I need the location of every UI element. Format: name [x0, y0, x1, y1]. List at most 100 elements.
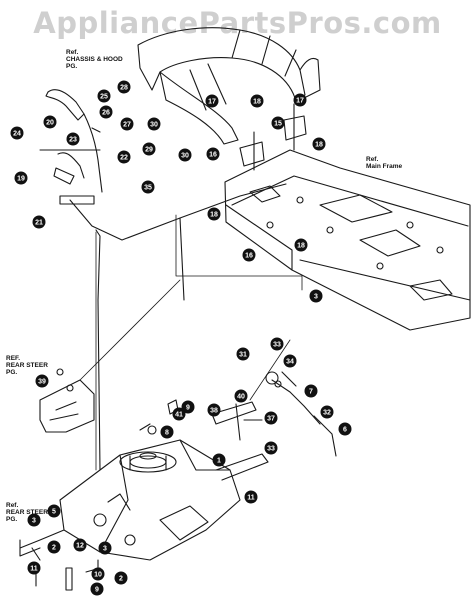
callout-22: 22: [117, 150, 131, 164]
callout-number: 25: [100, 94, 108, 101]
callout-badge: [32, 215, 46, 229]
ref-rear-steer-top: REF. REAR STEER PG.: [6, 355, 48, 376]
callout-number: 38: [210, 408, 218, 415]
callout-badge: [294, 238, 308, 252]
callout-17: 17: [205, 94, 219, 108]
transaxle-shape: [19, 439, 269, 561]
callout-number: 9: [95, 587, 99, 594]
callout-3: 3: [309, 289, 323, 303]
callout-number: 21: [35, 220, 43, 227]
callout-33: 33: [270, 337, 284, 351]
callout-badge: [97, 89, 111, 103]
callout-18: 18: [250, 94, 264, 108]
callout-10: 10: [91, 567, 105, 581]
callout-number: 41: [175, 412, 183, 419]
callout-number: 2: [119, 576, 123, 583]
callout-26: 26: [99, 105, 113, 119]
callout-badge: [27, 561, 41, 575]
callout-number: 24: [13, 131, 21, 138]
callout-number: 22: [120, 155, 128, 162]
callout-27: 27: [120, 117, 134, 131]
callout-badge: [320, 405, 334, 419]
callout-3: 3: [98, 541, 112, 555]
callout-18: 18: [294, 238, 308, 252]
callout-badge: [309, 289, 323, 303]
callout-number: 17: [208, 99, 216, 106]
callout-3: 3: [27, 513, 41, 527]
callout-badge: [304, 384, 318, 398]
callout-20: 20: [43, 115, 57, 129]
callout-badge: [172, 407, 186, 421]
callout-badge: [117, 150, 131, 164]
callout-25: 25: [97, 89, 111, 103]
callout-badge: [160, 425, 174, 439]
callout-badge: [234, 389, 248, 403]
callout-19: 19: [14, 171, 28, 185]
callout-number: 6: [343, 427, 347, 434]
watermark: AppliancePartsPros.com: [33, 6, 442, 40]
callout-badge: [271, 116, 285, 130]
rear-steer-bracket-shape: [39, 368, 95, 433]
callout-badge: [207, 207, 221, 221]
callout-2: 2: [114, 571, 128, 585]
callout-number: 3: [32, 518, 36, 525]
callout-badge: [312, 137, 326, 151]
callout-8: 8: [160, 425, 174, 439]
callout-badge: [206, 147, 220, 161]
callout-41: 41: [172, 407, 186, 421]
callout-badge: [10, 126, 24, 140]
callout-number: 18: [297, 243, 305, 250]
callout-badge: [98, 541, 112, 555]
callout-24: 24: [10, 126, 24, 140]
callout-number: 35: [144, 185, 152, 192]
callout-29: 29: [142, 142, 156, 156]
callout-16: 16: [242, 248, 256, 262]
callout-badge: [43, 115, 57, 129]
callout-number: 37: [267, 416, 275, 423]
callout-badge: [147, 117, 161, 131]
callout-number: 10: [94, 572, 102, 579]
callout-badge: [117, 80, 131, 94]
callout-badge: [91, 567, 105, 581]
callout-number: 17: [296, 98, 304, 105]
callout-badge: [207, 403, 221, 417]
callout-badge: [293, 93, 307, 107]
callout-number: 9: [186, 405, 190, 412]
callout-number: 20: [46, 120, 54, 127]
callout-11: 11: [27, 561, 41, 575]
callout-23: 23: [66, 132, 80, 146]
callout-number: 39: [38, 379, 46, 386]
callout-40: 40: [234, 389, 248, 403]
callout-15: 15: [271, 116, 285, 130]
callout-number: 32: [323, 410, 331, 417]
callout-badge: [90, 582, 104, 596]
callout-number: 33: [273, 342, 281, 349]
callout-9: 9: [181, 400, 195, 414]
lever-assembly-shape: [39, 89, 103, 205]
callout-number: 23: [69, 137, 77, 144]
frame-brackets: [239, 103, 307, 171]
callout-number: 27: [123, 122, 131, 129]
callout-badge: [250, 94, 264, 108]
callout-number: 28: [120, 85, 128, 92]
callout-badge: [242, 248, 256, 262]
callout-12: 12: [73, 538, 87, 552]
callout-21: 21: [32, 215, 46, 229]
callout-badge: [283, 354, 297, 368]
callout-number: 26: [102, 110, 110, 117]
callout-number: 11: [247, 495, 255, 502]
callout-37: 37: [264, 411, 278, 425]
lower-bolts-shape: [31, 547, 101, 591]
callout-6: 6: [338, 422, 352, 436]
callout-32: 32: [320, 405, 334, 419]
hood-fender-shape: [137, 27, 321, 145]
callout-badge: [35, 374, 49, 388]
callout-35: 35: [141, 180, 155, 194]
main-frame-shape: [224, 149, 471, 331]
callout-badge: [264, 441, 278, 455]
callout-number: 18: [253, 99, 261, 106]
callout-number: 29: [145, 147, 153, 154]
ref-main-frame: Ref. Main Frame: [366, 156, 403, 170]
callout-number: 34: [286, 359, 294, 366]
callout-number: 15: [274, 121, 282, 128]
